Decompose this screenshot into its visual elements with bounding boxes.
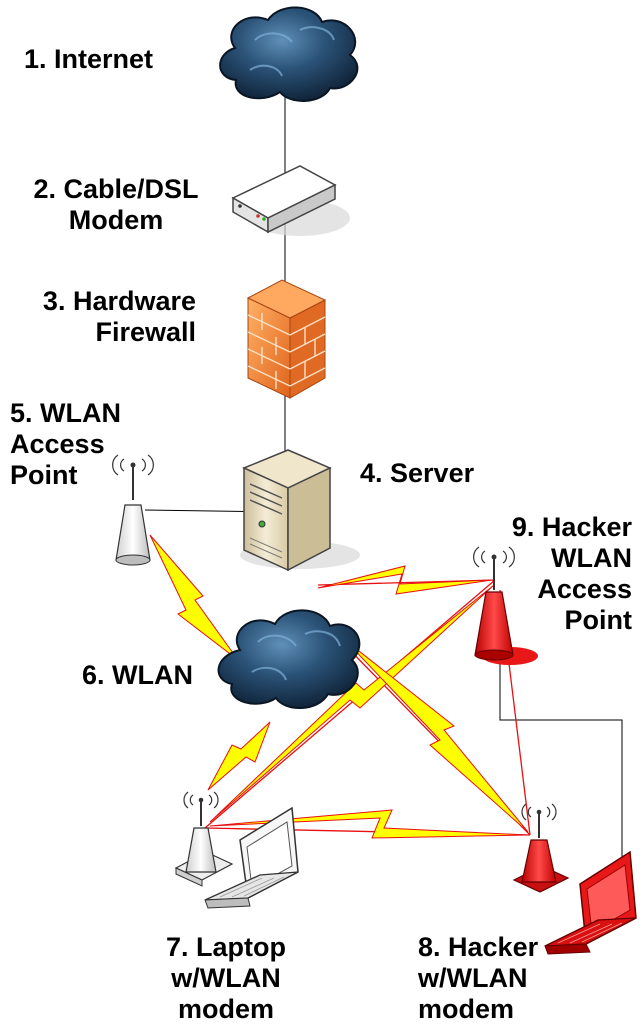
lightning-bolt-ap-wlan [149, 534, 239, 661]
wireless-links [149, 534, 529, 839]
modem-icon [231, 165, 350, 236]
label-modem: 2. Cable/DSL Modem [33, 174, 199, 235]
label-firewall: 3. Hardware Firewall [42, 286, 196, 347]
firewall-icon [246, 279, 327, 399]
lightning-bolt-laptop-hacker [209, 809, 529, 839]
internet-cloud-icon [219, 6, 359, 102]
access-point-icon [112, 454, 154, 566]
wlan-cloud-icon [217, 609, 361, 710]
label-hacker-access-point: 9. Hacker WLAN Access Point [511, 512, 632, 635]
server-icon [240, 449, 360, 572]
lightning-bolt-wlan-hacker [344, 639, 529, 833]
label-wlan-access-point: 5. WLAN Access Point [10, 398, 121, 490]
label-wlan: 6. WLAN [82, 660, 193, 690]
label-hacker: 8. Hacker w/WLAN modem [418, 932, 539, 1024]
label-laptop: 7. Laptop w/WLAN modem [166, 932, 286, 1024]
hacker-access-point-icon [473, 546, 538, 665]
lightning-bolt-wlan-laptop [207, 721, 271, 791]
lightning-bolt-wlan-hackerap [317, 565, 493, 595]
label-internet: 1. Internet [24, 44, 154, 74]
laptop-icon [174, 791, 299, 909]
label-server: 4. Server [360, 458, 475, 488]
hacker-laptop-icon [512, 803, 637, 955]
